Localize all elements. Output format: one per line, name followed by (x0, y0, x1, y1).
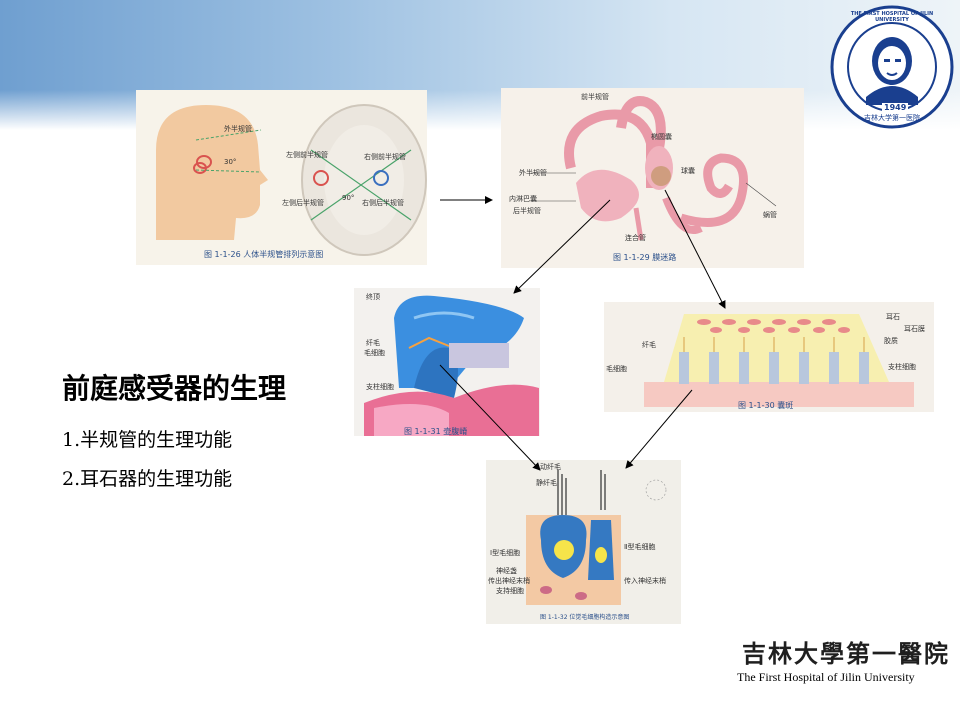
footer-hospital-name-english: The First Hospital of Jilin University (737, 670, 915, 684)
figure-crista-ampullaris: 终顶 纤毛 毛细胞 支柱细胞 图 1-1-31 壶腹嵴 (354, 288, 540, 436)
label-lateral-canal: 外半规管 (224, 125, 252, 133)
label-30-degrees: 30° (224, 158, 237, 166)
label-right-anterior-canal: 右侧前半规管 (364, 153, 406, 161)
label-hair-cell: 毛细胞 (606, 365, 627, 373)
slide-heading: 前庭感受器的生理 (62, 372, 287, 405)
hospital-seal-logo: 1949 THE FIRST HOSPITAL OF JILIN UNIVERS… (830, 5, 954, 129)
label-nerve-calyx: 神经盏 (496, 567, 517, 575)
figure-caption: 图 1-1-32 位觉毛细胞构造示意图 (540, 614, 630, 621)
figure-membranous-labyrinth: 前半规管 椭圆囊 球囊 外半规管 内淋巴囊 后半规管 连合管 蜗管 图 1-1-… (501, 88, 804, 268)
label-left-posterior-canal: 左侧后半规管 (282, 199, 324, 207)
figure-semicircular-canal-arrangement: 外半规管 30° 左侧前半规管 右侧前半规管 90° 左侧后半规管 右侧后半规管… (136, 90, 427, 265)
label-gel-layer: 胶质 (884, 337, 898, 345)
label-cilia: 纤毛 (366, 339, 380, 347)
footer-hospital-name-chinese: 吉林大學第一醫院 (742, 639, 950, 668)
seal-ring-text: THE FIRST HOSPITAL OF JILIN UNIVERSITY (850, 11, 934, 23)
label-supporting-cell: 支柱细胞 (366, 383, 394, 391)
label-supporting-cell: 支持细胞 (496, 587, 524, 595)
label-utricle: 椭圆囊 (651, 133, 672, 141)
label-cochlear-duct: 蜗管 (763, 211, 777, 219)
label-hair-cell: 毛细胞 (364, 349, 385, 357)
label-type1-hair-cell: Ⅰ型毛细胞 (490, 549, 521, 557)
label-supporting-cell: 支柱细胞 (888, 363, 916, 371)
bullet-item-otolith-organ: 2.耳石器的生理功能 (62, 468, 233, 490)
label-connecting-duct: 连合管 (625, 234, 646, 242)
label-afferent-ending: 传入神经末梢 (624, 577, 666, 585)
figure-caption: 图 1-1-29 膜迷路 (613, 253, 677, 262)
label-90-degrees: 90° (342, 194, 355, 202)
figure-caption: 图 1-1-31 壶腹嵴 (404, 427, 468, 436)
label-cilia: 纤毛 (642, 341, 656, 349)
label-lateral-canal: 外半规管 (519, 169, 547, 177)
label-kinocilium: 动纤毛 (540, 463, 561, 471)
bullet-item-semicircular-canal: 1.半规管的生理功能 (62, 429, 233, 451)
label-posterior-canal: 后半规管 (513, 207, 541, 215)
seal-chinese-text: 吉林大学第一医院 (864, 114, 920, 122)
label-right-posterior-canal: 右侧后半规管 (362, 199, 404, 207)
figure-macula: 耳石 耳石膜 纤毛 胶质 毛细胞 支柱细胞 图 1-1-30 囊斑 (604, 302, 934, 412)
label-cupula: 终顶 (366, 293, 380, 301)
label-type2-hair-cell: Ⅱ型毛细胞 (624, 543, 656, 551)
label-left-anterior-canal: 左侧前半规管 (286, 151, 328, 159)
label-anterior-canal: 前半规管 (581, 93, 609, 101)
figure-caption: 图 1-1-30 囊斑 (738, 401, 794, 410)
label-endolymphatic-sac: 内淋巴囊 (509, 195, 537, 203)
label-otoliths: 耳石 (886, 313, 900, 321)
label-stereocilia: 静纤毛 (536, 479, 557, 487)
label-otolith-membrane: 耳石膜 (904, 325, 925, 333)
label-efferent-ending: 传出神经末梢 (488, 577, 530, 585)
figure-caption: 图 1-1-26 人体半规管排列示意图 (204, 250, 324, 259)
label-saccule: 球囊 (681, 167, 695, 175)
figure-vestibular-hair-cells: 动纤毛 静纤毛 Ⅰ型毛细胞 Ⅱ型毛细胞 神经盏 传出神经末梢 传入神经末梢 支持… (486, 460, 681, 624)
seal-year: 1949 (882, 103, 909, 112)
